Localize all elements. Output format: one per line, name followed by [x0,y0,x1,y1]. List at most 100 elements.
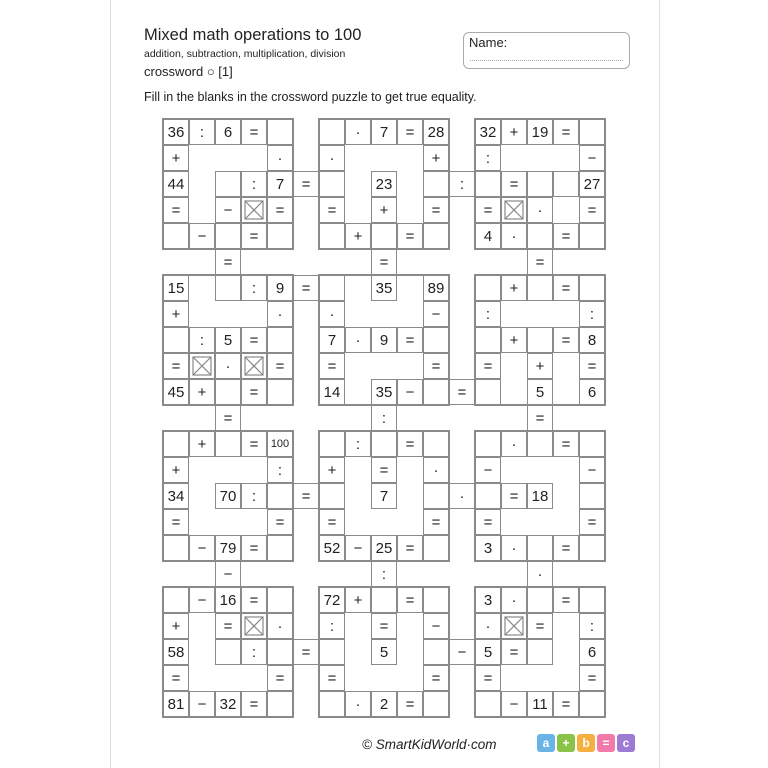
blank-answer-cell[interactable] [579,587,605,613]
grid-cell: 81 [163,691,189,717]
blank-answer-cell[interactable] [163,535,189,561]
blank-answer-cell[interactable] [423,587,449,613]
crossed-box-icon [241,613,267,639]
blank-answer-cell[interactable] [267,483,293,509]
grid-cell: 9 [267,275,293,301]
grid-cell: = [449,379,475,405]
blank-answer-cell[interactable] [371,431,397,457]
blank-answer-cell[interactable] [371,223,397,249]
blank-answer-cell[interactable] [319,483,345,509]
blank-answer-cell[interactable] [423,327,449,353]
grid-cell: = [397,223,423,249]
blank-answer-cell[interactable] [579,431,605,457]
blank-answer-cell[interactable] [475,379,501,405]
grid-cell: − [215,561,241,587]
blank-answer-cell[interactable] [319,691,345,717]
grid-cell: 45 [163,379,189,405]
grid-cell: 23 [371,171,397,197]
grid-cell: · [501,223,527,249]
blank-answer-cell[interactable] [579,275,605,301]
blank-answer-cell[interactable] [527,223,553,249]
grid-cell: = [423,353,449,379]
blank-answer-cell[interactable] [423,691,449,717]
grid-cell: 27 [579,171,605,197]
grid-cell: = [293,275,319,301]
grid-cell: = [371,249,397,275]
blank-answer-cell[interactable] [553,171,579,197]
blank-answer-cell[interactable] [527,327,553,353]
blank-answer-cell[interactable] [579,119,605,145]
blank-answer-cell[interactable] [527,275,553,301]
grid-cell: = [501,639,527,665]
grid-cell: 52 [319,535,345,561]
grid-cell: − [475,457,501,483]
blank-answer-cell[interactable] [215,379,241,405]
blank-answer-cell[interactable] [267,327,293,353]
blank-answer-cell[interactable] [527,587,553,613]
grid-cell: + [345,587,371,613]
blank-answer-cell[interactable] [319,171,345,197]
blank-answer-cell[interactable] [319,275,345,301]
grid-cell: · [449,483,475,509]
grid-cell: = [553,431,579,457]
blank-answer-cell[interactable] [527,535,553,561]
blank-answer-cell[interactable] [579,483,605,509]
grid-cell: − [501,691,527,717]
blank-answer-cell[interactable] [267,587,293,613]
blank-answer-cell[interactable] [371,587,397,613]
grid-cell: 6 [579,639,605,665]
blank-answer-cell[interactable] [215,639,241,665]
blank-answer-cell[interactable] [163,327,189,353]
blank-answer-cell[interactable] [475,431,501,457]
grid-cell: + [501,327,527,353]
blank-answer-cell[interactable] [527,639,553,665]
blank-answer-cell[interactable] [319,639,345,665]
blank-answer-cell[interactable] [267,535,293,561]
blank-answer-cell[interactable] [423,639,449,665]
blank-answer-cell[interactable] [215,431,241,457]
grid-cell: = [553,535,579,561]
blank-answer-cell[interactable] [579,223,605,249]
grid-cell: · [319,301,345,327]
blank-answer-cell[interactable] [475,327,501,353]
grid-cell: − [397,379,423,405]
blank-answer-cell[interactable] [267,691,293,717]
blank-answer-cell[interactable] [423,535,449,561]
blank-answer-cell[interactable] [423,171,449,197]
blank-answer-cell[interactable] [423,483,449,509]
grid-cell: − [215,197,241,223]
blank-answer-cell[interactable] [163,223,189,249]
blank-answer-cell[interactable] [267,223,293,249]
name-field[interactable]: Name: [463,32,630,69]
grid-cell: + [423,145,449,171]
blank-answer-cell[interactable] [319,119,345,145]
blank-answer-cell[interactable] [163,431,189,457]
blank-answer-cell[interactable] [475,691,501,717]
blank-answer-cell[interactable] [215,171,241,197]
grid-cell: = [475,197,501,223]
blank-answer-cell[interactable] [579,535,605,561]
blank-answer-cell[interactable] [423,223,449,249]
blank-answer-cell[interactable] [267,119,293,145]
blank-answer-cell[interactable] [319,223,345,249]
blank-answer-cell[interactable] [319,431,345,457]
grid-cell: = [397,691,423,717]
blank-answer-cell[interactable] [527,171,553,197]
blank-answer-cell[interactable] [475,171,501,197]
blank-answer-cell[interactable] [215,223,241,249]
grid-cell: = [319,197,345,223]
blank-answer-cell[interactable] [267,379,293,405]
grid-cell: + [527,353,553,379]
blank-answer-cell[interactable] [163,587,189,613]
blank-answer-cell[interactable] [527,431,553,457]
grid-cell: 5 [527,379,553,405]
blank-answer-cell[interactable] [423,379,449,405]
grid-cell: = [397,535,423,561]
blank-answer-cell[interactable] [423,431,449,457]
grid-cell: : [579,613,605,639]
blank-answer-cell[interactable] [475,483,501,509]
blank-answer-cell[interactable] [215,275,241,301]
blank-answer-cell[interactable] [475,275,501,301]
blank-answer-cell[interactable] [267,639,293,665]
blank-answer-cell[interactable] [579,691,605,717]
